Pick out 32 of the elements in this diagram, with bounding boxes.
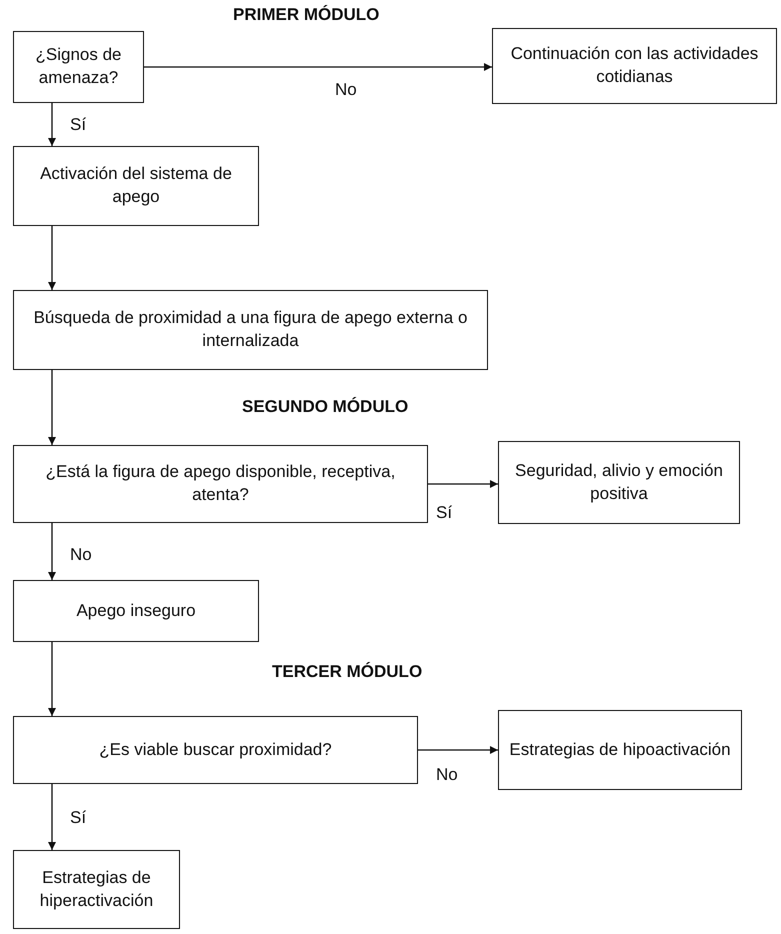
process-box: [498, 710, 742, 790]
box-text: Apego inseguro: [76, 600, 196, 622]
arrow: [48, 370, 56, 445]
box-text: ¿Signos de amenaza?: [34, 44, 122, 89]
box-text: ¿Es viable buscar proximidad?: [99, 738, 332, 761]
arrow: [418, 746, 498, 754]
process-box: [492, 28, 777, 104]
box-text: Activación del sistema de apego: [39, 163, 233, 208]
box-text: Seguridad, alivio y emoción positiva: [514, 460, 724, 504]
section-heading: PRIMER MÓDULO: [233, 5, 380, 25]
section-heading: TERCER MÓDULO: [272, 662, 422, 682]
process-box: [13, 31, 144, 103]
arrow: [428, 480, 498, 488]
arrow: [48, 523, 56, 580]
process-box: [13, 716, 418, 784]
arrow: [48, 642, 56, 716]
section-heading: SEGUNDO MÓDULO: [242, 397, 408, 417]
process-box: [13, 290, 488, 370]
arrow: [48, 103, 56, 146]
box-text: Estrategias de hipoactivación: [509, 738, 731, 761]
process-box: [13, 146, 259, 226]
process-box: [13, 580, 259, 642]
process-box: [498, 441, 740, 524]
process-box: [13, 850, 180, 929]
box-text: Continuación con las actividades cotidianas: [510, 43, 760, 88]
arrow: [48, 784, 56, 850]
box-text: Estrategias de hiperactivación: [38, 866, 154, 912]
arrow: [144, 63, 492, 71]
process-box: [13, 445, 428, 523]
box-text: Búsqueda de proximidad a una figura de apego externa o internalizada: [32, 307, 468, 352]
arrow: [48, 226, 56, 290]
box-text: ¿Está la figura de apego disponible, receptiva, atenta?: [44, 461, 396, 506]
